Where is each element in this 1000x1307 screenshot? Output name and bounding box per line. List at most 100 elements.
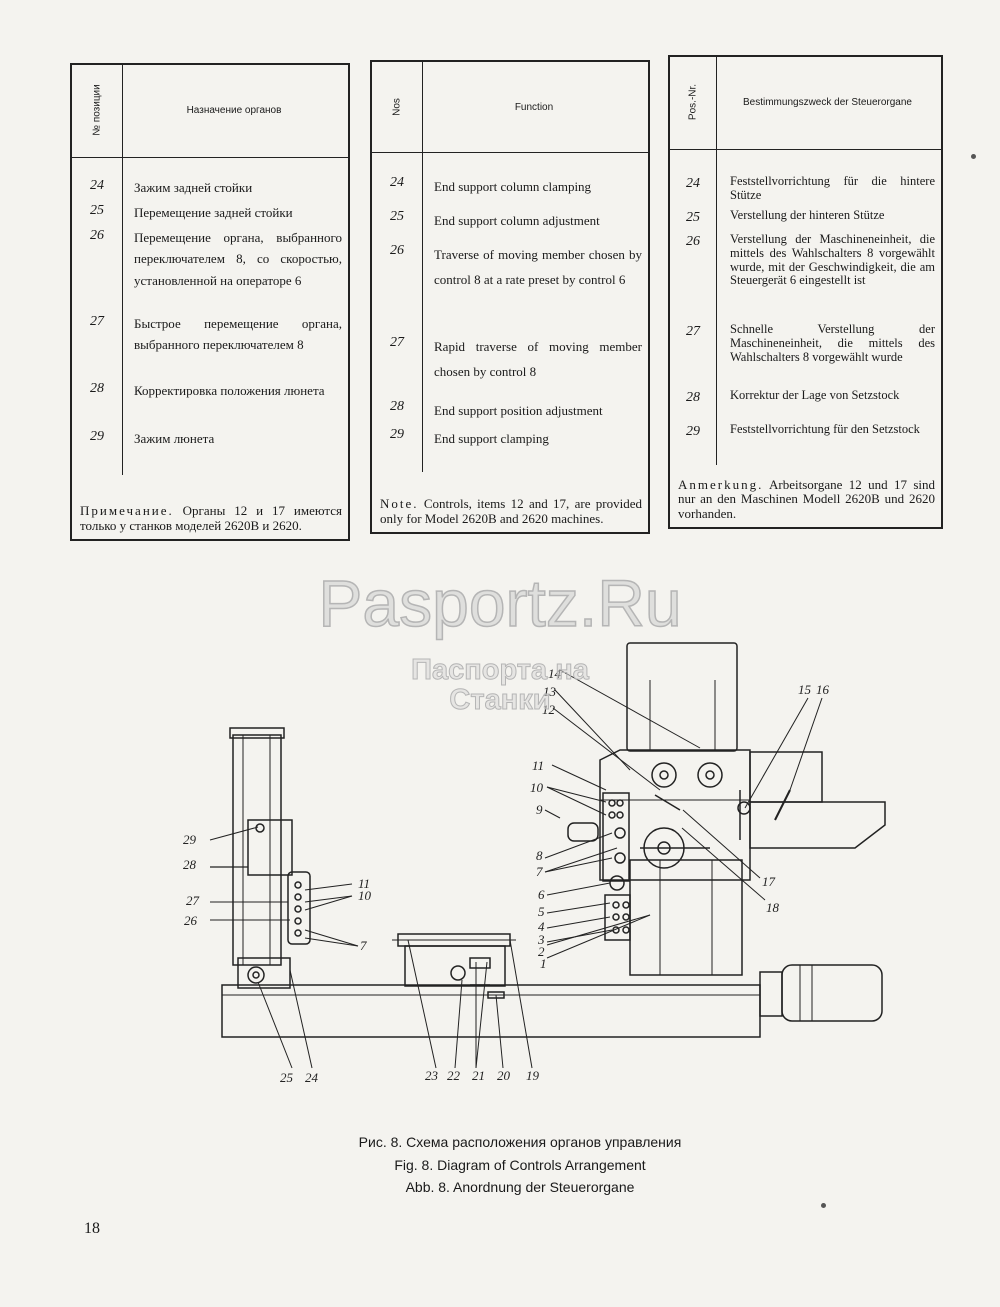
figure-caption-en: Fig. 8. Diagram of Controls Arrangement: [394, 1157, 646, 1173]
callout-29: 29: [183, 832, 197, 847]
row-number: 25: [90, 203, 104, 218]
callout-labels: 1 2 3 4 5 6 7 8 9 10 11 12 13 14 15 16 1…: [183, 666, 830, 1085]
callout-11-left: 11: [358, 876, 370, 891]
callout-9: 9: [536, 802, 543, 817]
row-text: Быстрое перемещение органа, выбранного п…: [134, 316, 342, 353]
row-text: Зажим задней стойки: [134, 180, 253, 195]
note-label: Note.: [380, 496, 419, 512]
header-position-number: № позиции: [91, 84, 103, 136]
callout-7: 7: [536, 864, 543, 879]
row-number: 24: [90, 178, 104, 193]
callout-18: 18: [766, 900, 780, 915]
column-divider: [122, 65, 123, 475]
note-text: Arbeitsorgane 12 und 17 sind nur an den …: [678, 477, 935, 521]
end-support-base: [237, 957, 291, 989]
row-number: 26: [390, 243, 404, 258]
callout-10: 10: [530, 780, 544, 795]
callout-23: 23: [425, 1068, 439, 1083]
callout-15: 15: [798, 682, 812, 697]
callout-21: 21: [472, 1068, 485, 1083]
callout-17: 17: [762, 874, 776, 889]
table-german: Pos.-Nr. Bestimmungszweck der Steuerorga…: [668, 55, 943, 529]
row-text: End support column adjustment: [434, 213, 600, 228]
row-text: Зажим люнета: [134, 431, 215, 446]
figure-caption-ru: Рис. 8. Схема расположения органов управ…: [358, 1134, 682, 1150]
row-text: Корректировка положения люнета: [134, 383, 325, 398]
callout-1: 1: [540, 956, 547, 971]
table-russian: № позиции Назначение органов 24 Зажим зад…: [70, 63, 350, 541]
row-text: Traverse of moving member chosen by cont…: [434, 247, 642, 288]
callout-16: 16: [816, 682, 830, 697]
row-text: End support column clamping: [434, 179, 592, 194]
row-number: 27: [90, 314, 104, 329]
note-label: Примечание.: [80, 503, 174, 519]
callout-13: 13: [543, 684, 557, 699]
row-text: End support clamping: [434, 431, 549, 446]
callout-24: 24: [305, 1070, 319, 1085]
callout-12: 12: [542, 702, 556, 717]
head-control-panel: [602, 792, 630, 882]
callout-5: 5: [538, 904, 545, 919]
callout-11: 11: [532, 758, 544, 773]
row-number: 26: [90, 228, 104, 243]
callout-19: 19: [526, 1068, 540, 1083]
header-position-number: Pos.-Nr.: [687, 83, 699, 121]
row-number: 25: [390, 209, 404, 224]
page-number: 18: [84, 1220, 100, 1237]
speck-mark: [971, 154, 976, 159]
column-divider: [422, 62, 423, 472]
leader-lines: [209, 669, 823, 1069]
row-number: 26: [686, 234, 700, 249]
note-text: Controls, items 12 and 17, are provided …: [380, 496, 642, 526]
row-text: Перемещение задней стойки: [134, 205, 293, 220]
column-divider: [716, 57, 717, 465]
machine-bed: [221, 984, 761, 1038]
table-header: [72, 65, 348, 158]
table-note: Примечание. Органы 12 и 17 имеются тольк…: [80, 504, 342, 533]
main-column-lower: [629, 859, 743, 976]
row-text: Verstellung der Maschineneinheit, die mi…: [730, 232, 935, 288]
watermark: Pasportz.Ru: [318, 565, 683, 641]
table-note: Note. Controls, items 12 and 17, are pro…: [380, 497, 642, 526]
row-number: 24: [686, 176, 700, 191]
row-number: 29: [90, 429, 104, 444]
end-support-column: [232, 734, 282, 966]
callout-6: 6: [538, 887, 545, 902]
row-text: Verstellung der hinteren Stütze: [730, 208, 885, 222]
callout-22: 22: [447, 1068, 461, 1083]
callout-10-left: 10: [358, 888, 372, 903]
row-number: 27: [686, 324, 700, 339]
row-number: 28: [390, 399, 404, 414]
speck-mark: [821, 1203, 826, 1208]
watermark-subtitle: Паспорта на Станки: [350, 654, 650, 717]
row-number: 28: [90, 381, 104, 396]
row-number: 29: [686, 424, 700, 439]
callout-20: 20: [497, 1068, 511, 1083]
row-number: 25: [686, 210, 700, 225]
row-number: 28: [686, 390, 700, 405]
row-text: Korrektur der Lage von Setzstock: [730, 388, 900, 402]
watermark-subtitle-line: Паспорта на: [411, 654, 590, 686]
end-support-head: [247, 819, 293, 876]
row-text: End support position adjustment: [434, 403, 603, 418]
callout-27: 27: [186, 893, 200, 908]
row-text: Перемещение органа, выбранного переключа…: [134, 230, 342, 288]
watermark-subtitle-line: Станки: [449, 684, 551, 717]
header-function: Bestimmungszweck der Steuerorgane: [743, 96, 912, 108]
row-number: 29: [390, 427, 404, 442]
row-number: 24: [390, 175, 404, 190]
row-text: Rapid traverse of moving member chosen b…: [434, 339, 642, 380]
note-text: Органы 12 и 17 имеются только у станков …: [80, 503, 342, 533]
carriage-body: [404, 945, 506, 987]
callout-3: 3: [537, 932, 545, 947]
figure-caption-de: Abb. 8. Anordnung der Steuerorgane: [405, 1179, 635, 1195]
callout-14: 14: [548, 666, 562, 681]
row-text: Schnelle Verstellung der Maschineneinhei…: [730, 322, 935, 364]
callout-26: 26: [184, 913, 198, 928]
table-note: Anmerkung. Arbeitsorgane 12 und 17 sind …: [678, 477, 935, 521]
callout-4: 4: [538, 919, 545, 934]
callout-8: 8: [536, 848, 543, 863]
header-function: Назначение органов: [186, 104, 282, 116]
machine-diagram: 1 2 3 4 5 6 7 8 9 10 11 12 13 14 15 16 1…: [183, 642, 886, 1085]
